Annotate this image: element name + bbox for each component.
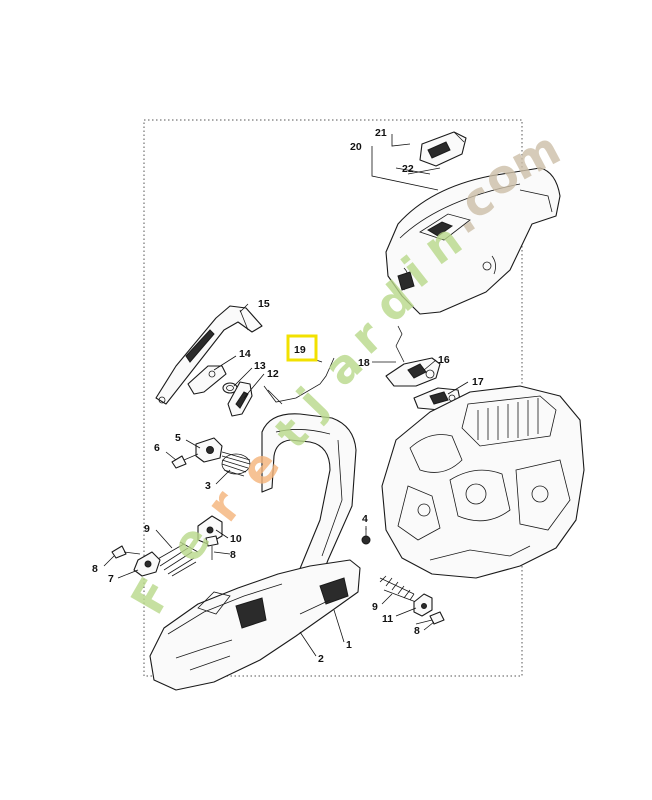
- callout-12: 12: [267, 368, 279, 380]
- trigger-part: [227, 381, 253, 417]
- callout-14: 14: [239, 348, 251, 360]
- callout-7: 7: [108, 573, 114, 585]
- plug-4-part: [361, 528, 371, 545]
- cover-lock-part: [407, 131, 467, 175]
- spring-9-part: [155, 541, 199, 577]
- spring-rod-part: [395, 325, 405, 363]
- callout-17: 17: [472, 376, 484, 388]
- throttle-lever-part: [187, 365, 227, 395]
- callout-8-mid: 8: [230, 549, 236, 561]
- screw-8-mid-part: [205, 535, 219, 560]
- screw-8-right-part: [415, 611, 445, 625]
- callout-5: 5: [175, 432, 181, 444]
- callout-6: 6: [154, 442, 160, 454]
- callout-2: 2: [318, 653, 324, 665]
- callout-1: 1: [346, 639, 352, 651]
- callout-8-right: 8: [414, 625, 420, 637]
- spring-3-part: [221, 451, 251, 477]
- lever-assembly-part: [385, 357, 441, 387]
- buffer-7-part: [133, 551, 161, 577]
- callout-13: 13: [254, 360, 266, 372]
- highlighted-callout-19: 19: [286, 334, 318, 362]
- watermark-letter-1: F: [120, 569, 182, 623]
- throttle-rod-part: [263, 357, 335, 405]
- top-cover-part: [385, 167, 561, 315]
- callout-19: 19: [294, 344, 306, 356]
- callout-15: 15: [258, 298, 270, 310]
- callout-8-left: 8: [92, 563, 98, 575]
- spring-9-right-part: [379, 575, 417, 603]
- callout-20: 20: [350, 141, 362, 153]
- buffer-5-part: [195, 437, 223, 463]
- rear-handle-part: [155, 305, 263, 405]
- callout-18: 18: [358, 357, 370, 369]
- highlight-box: [286, 334, 318, 362]
- callout-labels: 20 21 22 15 14 13 12 18 16 17 5 6 3 4 9 …: [92, 127, 484, 665]
- buffer-11-part: [413, 593, 433, 617]
- handle-base-part: [149, 559, 361, 691]
- callout-22: 22: [402, 163, 414, 175]
- screw-6-part: [171, 453, 199, 469]
- callout-10: 10: [230, 533, 242, 545]
- callout-11: 11: [382, 613, 393, 625]
- callout-3: 3: [205, 480, 211, 492]
- callout-4: 4: [362, 513, 368, 525]
- callout-21: 21: [375, 127, 387, 139]
- screw-8-left-part: [111, 545, 141, 559]
- engine-part: [381, 385, 585, 579]
- callout-9-left: 9: [144, 523, 150, 535]
- callout-16: 16: [438, 354, 450, 366]
- callout-9-right: 9: [372, 601, 378, 613]
- watermark-letter-4: e: [229, 438, 290, 497]
